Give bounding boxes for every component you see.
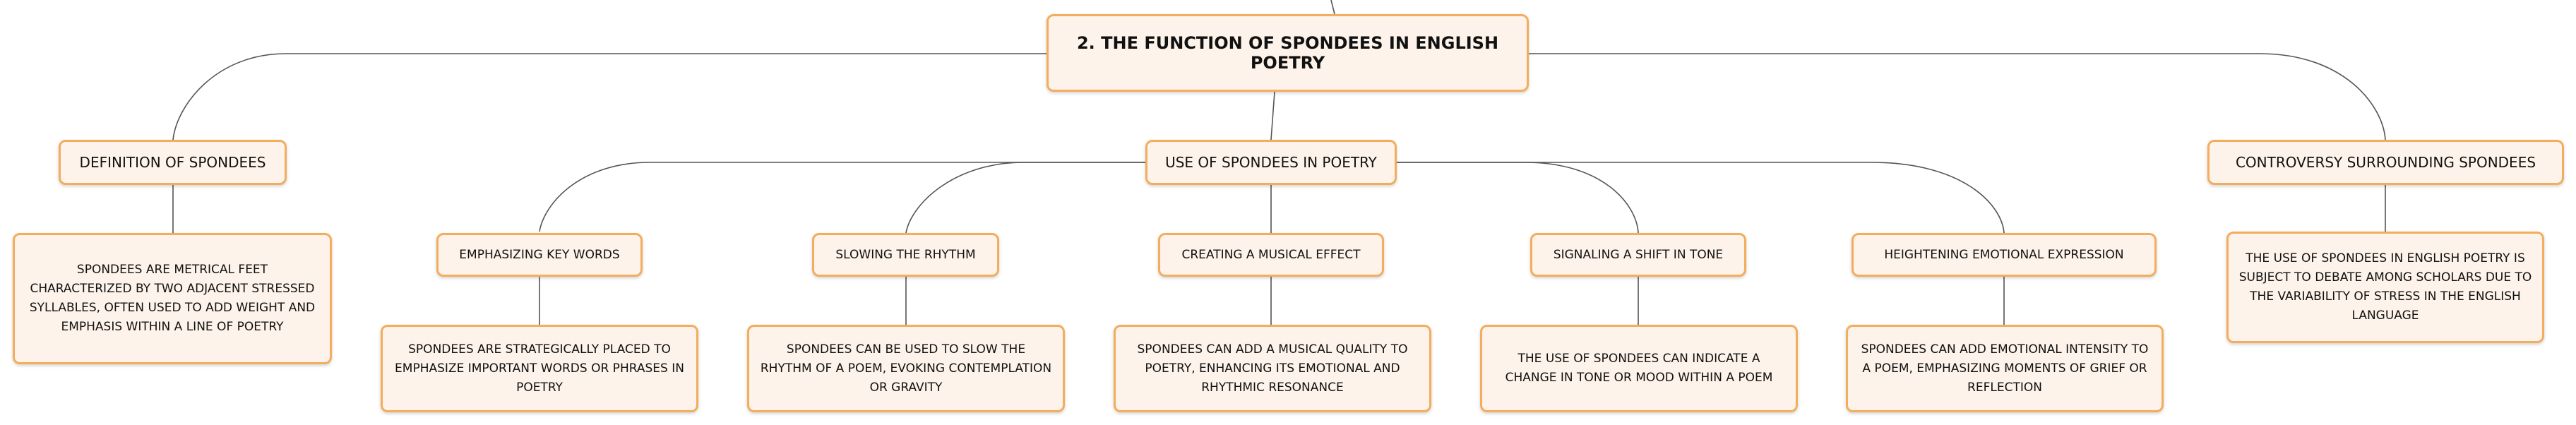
controversy-detail-node[interactable]: The use of spondees in English poetry is… [2226, 232, 2544, 343]
heightening-emotional-expression-label: Heightening Emotional Expression [1884, 248, 2124, 262]
root-topic-label: 2. The Function of Spondees in English P… [1076, 33, 1499, 73]
definition-of-spondees-label: Definition of Spondees [79, 154, 266, 171]
emphasizing-key-words-detail-node[interactable]: Spondees are strategically placed to emp… [381, 325, 698, 412]
connector-line [905, 162, 1145, 234]
signaling-a-shift-in-tone-node[interactable]: Signaling a Shift in Tone [1530, 233, 1746, 277]
controversy-node[interactable]: Controversy Surrounding Spondees [2207, 140, 2564, 185]
definition-of-spondees-node[interactable]: Definition of Spondees [59, 140, 287, 185]
emphasizing-key-words-node[interactable]: Emphasizing Key Words [436, 233, 643, 277]
slowing-the-rhythm-node[interactable]: Slowing the Rhythm [812, 233, 999, 277]
controversy-label: Controversy Surrounding Spondees [2235, 154, 2536, 171]
creating-a-musical-effect-label: Creating a Musical Effect [1181, 248, 1361, 262]
slowing-the-rhythm-detail-text: Spondees can be used to slow the rhythm … [760, 342, 1052, 395]
heightening-emotional-expression-node[interactable]: Heightening Emotional Expression [1852, 233, 2157, 277]
emphasizing-key-words-label: Emphasizing Key Words [459, 248, 620, 262]
slowing-the-rhythm-label: Slowing the Rhythm [835, 248, 976, 262]
connector-line [1397, 162, 2005, 234]
creating-a-musical-effect-detail-text: Spondees can add a musical quality to po… [1137, 342, 1408, 395]
definition-detail-text: Spondees are metrical feet characterized… [29, 263, 316, 334]
connector-line [1529, 53, 2386, 140]
signaling-a-shift-in-tone-detail-text: The use of spondees can indicate a chang… [1505, 352, 1773, 385]
emphasizing-key-words-detail-text: Spondees are strategically placed to emp… [395, 342, 684, 395]
use-of-spondees-label: Use of Spondees in Poetry [1165, 154, 1377, 171]
controversy-detail-text: The use of spondees in English poetry is… [2238, 251, 2532, 323]
definition-detail-node[interactable]: Spondees are metrical feet characterized… [13, 233, 332, 364]
creating-a-musical-effect-node[interactable]: Creating a Musical Effect [1158, 233, 1384, 277]
connector-line [1330, 0, 1335, 15]
connector-line [172, 53, 1046, 140]
use-of-spondees-node[interactable]: Use of Spondees in Poetry [1145, 140, 1397, 185]
heightening-emotional-expression-detail-text: Spondees can add emotional intensity to … [1861, 342, 2149, 395]
connector-line [539, 162, 1145, 232]
creating-a-musical-effect-detail-node[interactable]: Spondees can add a musical quality to po… [1114, 325, 1431, 412]
slowing-the-rhythm-detail-node[interactable]: Spondees can be used to slow the rhythm … [747, 325, 1065, 412]
root-topic-node[interactable]: 2. The Function of Spondees in English P… [1046, 14, 1529, 92]
signaling-a-shift-in-tone-detail-node[interactable]: The use of spondees can indicate a chang… [1480, 325, 1798, 412]
connector-line [1270, 91, 1275, 140]
signaling-a-shift-in-tone-label: Signaling a Shift in Tone [1553, 248, 1724, 262]
connector-line [1397, 162, 1639, 234]
heightening-emotional-expression-detail-node[interactable]: Spondees can add emotional intensity to … [1846, 325, 2164, 412]
